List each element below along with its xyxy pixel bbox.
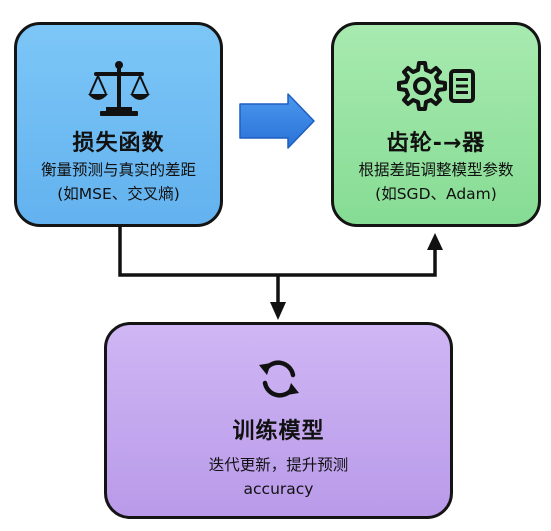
optimizer-box: 齿轮-→器 根据差距调整模型参数 (如SGD、Adam) <box>331 22 541 227</box>
gear-icon <box>397 61 475 111</box>
train-box-desc-line2: accuracy <box>243 480 314 498</box>
loss-box-description: 衡量预测与真实的差距 (如MSE、交叉熵) <box>17 158 220 206</box>
refresh-icon <box>258 360 299 398</box>
scale-icon <box>87 61 150 116</box>
scale-icon-wrap <box>17 59 220 119</box>
loss-box-title: 损失函数 <box>72 131 165 156</box>
optimizer-box-desc-line2: (如SGD、Adam) <box>375 185 497 203</box>
loss-box-desc-line2: (如MSE、交叉熵) <box>57 185 180 203</box>
arrowhead-up <box>427 233 443 250</box>
optimizer-box-title: 齿轮-→器 <box>386 131 486 156</box>
train-box-description: 迭代更新，提升预测 accuracy <box>107 453 450 501</box>
gear-icon-wrap <box>334 59 538 115</box>
arrowhead-down <box>270 302 286 320</box>
optimizer-box-desc-line1: 根据差距调整模型参数 <box>358 161 514 179</box>
train-model-box: 训练模型 迭代更新，提升预测 accuracy <box>104 322 453 519</box>
loss-box-desc-line1: 衡量预测与真实的差距 <box>40 161 196 179</box>
train-box-title: 训练模型 <box>232 419 325 444</box>
loss-function-box: 损失函数 衡量预测与真实的差距 (如MSE、交叉熵) <box>14 22 223 227</box>
flow-arrow-right <box>239 93 315 149</box>
refresh-icon-wrap <box>107 355 450 403</box>
optimizer-box-description: 根据差距调整模型参数 (如SGD、Adam) <box>334 158 538 206</box>
train-box-desc-line1: 迭代更新，提升预测 <box>208 456 349 474</box>
connector-loss-to-optimizer <box>118 227 437 277</box>
